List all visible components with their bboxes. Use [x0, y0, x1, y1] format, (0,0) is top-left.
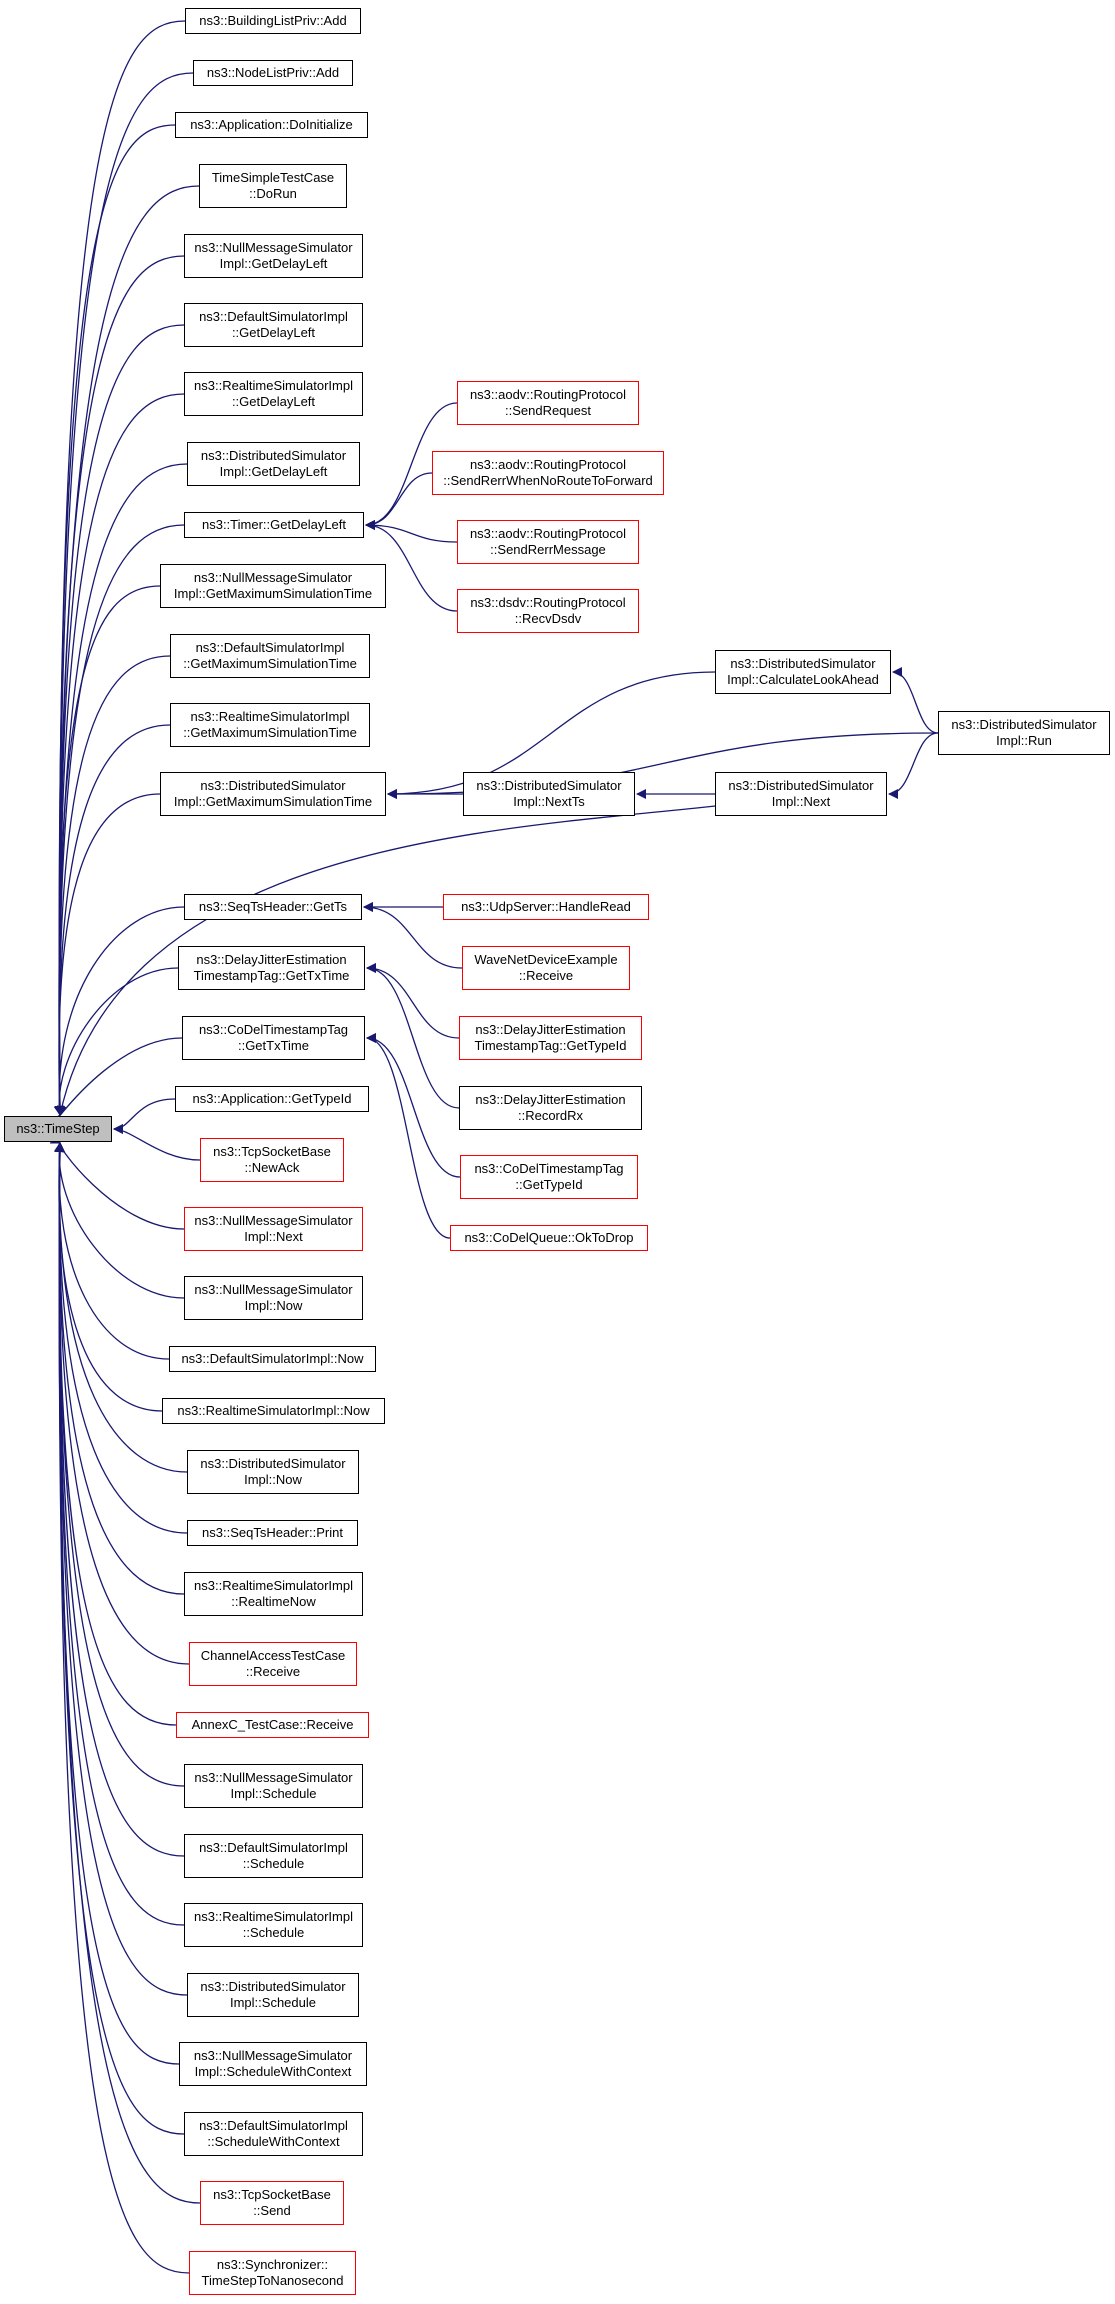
- caller-node-c02[interactable]: ns3::NodeListPriv::Add: [193, 60, 353, 86]
- caller-node-c26[interactable]: ChannelAccessTestCase ::Receive: [189, 1642, 357, 1686]
- edge-c23-to-root: [54, 1142, 188, 1473]
- caller-node-c28[interactable]: ns3::NullMessageSimulator Impl::Schedule: [184, 1764, 363, 1808]
- edge-c12-to-root: [54, 724, 171, 1116]
- caller-node-c11[interactable]: ns3::DefaultSimulatorImpl ::GetMaximumSi…: [170, 634, 370, 678]
- root-node[interactable]: ns3::TimeStep: [4, 1116, 112, 1142]
- caller-node-c07[interactable]: ns3::RealtimeSimulatorImpl ::GetDelayLef…: [184, 372, 363, 416]
- caller-node-c06[interactable]: ns3::DefaultSimulatorImpl ::GetDelayLeft: [184, 303, 363, 347]
- caller-node-c17[interactable]: ns3::Application::GetTypeId: [175, 1086, 369, 1112]
- edge-c35-to-root: [54, 1142, 190, 2274]
- edge-c28-to-root: [54, 1142, 185, 1787]
- caller-node-s1[interactable]: ns3::UdpServer::HandleRead: [443, 894, 649, 920]
- edge-c33-to-root: [54, 1142, 185, 2135]
- edge-s2-to-c14: [363, 902, 463, 969]
- caller-node-j2[interactable]: ns3::DelayJitterEstimation ::RecordRx: [459, 1086, 642, 1130]
- edge-k1-to-c16: [366, 1033, 461, 1178]
- caller-node-c35[interactable]: ns3::Synchronizer:: TimeStepToNanosecond: [189, 2251, 356, 2295]
- edge-d4-to-d2: [892, 667, 939, 734]
- caller-node-c21[interactable]: ns3::DefaultSimulatorImpl::Now: [169, 1346, 376, 1372]
- edge-c09-to-root: [54, 524, 185, 1116]
- edge-c26-to-root: [54, 1142, 190, 1665]
- caller-node-c18[interactable]: ns3::TcpSocketBase ::NewAck: [200, 1138, 344, 1182]
- edge-c18-to-root: [113, 1124, 201, 1161]
- edge-c03-to-root: [54, 124, 176, 1116]
- edge-c10-to-root: [54, 585, 161, 1116]
- edge-c17-to-root: [113, 1098, 176, 1134]
- caller-node-k2[interactable]: ns3::CoDelQueue::OkToDrop: [450, 1225, 648, 1251]
- caller-node-t3[interactable]: ns3::aodv::RoutingProtocol ::SendRerrMes…: [457, 520, 639, 564]
- caller-node-c10[interactable]: ns3::NullMessageSimulator Impl::GetMaxim…: [160, 564, 386, 608]
- caller-node-t1[interactable]: ns3::aodv::RoutingProtocol ::SendRequest: [457, 381, 639, 425]
- caller-node-c30[interactable]: ns3::RealtimeSimulatorImpl ::Schedule: [184, 1903, 363, 1947]
- edge-c25-to-root: [54, 1142, 185, 1595]
- edge-t1-to-c09: [365, 402, 458, 530]
- edge-c19-to-root: [49, 1134, 185, 1230]
- caller-node-c22[interactable]: ns3::RealtimeSimulatorImpl::Now: [162, 1398, 385, 1424]
- caller-node-c19[interactable]: ns3::NullMessageSimulator Impl::Next: [184, 1207, 363, 1251]
- edge-t4-to-c09: [365, 520, 458, 612]
- edge-c20-to-root: [53, 1142, 185, 1299]
- caller-node-c23[interactable]: ns3::DistributedSimulator Impl::Now: [187, 1450, 359, 1494]
- edge-c14-to-root: [54, 906, 185, 1116]
- edge-j2-to-c15: [366, 963, 460, 1109]
- caller-node-c05[interactable]: ns3::NullMessageSimulator Impl::GetDelay…: [184, 234, 363, 278]
- caller-node-c13[interactable]: ns3::DistributedSimulator Impl::GetMaxim…: [160, 772, 386, 816]
- caller-node-t4[interactable]: ns3::dsdv::RoutingProtocol ::RecvDsdv: [457, 589, 639, 633]
- caller-node-c34[interactable]: ns3::TcpSocketBase ::Send: [200, 2181, 344, 2225]
- caller-node-c16[interactable]: ns3::CoDelTimestampTag ::GetTxTime: [182, 1016, 365, 1060]
- edge-k2-to-c16: [366, 1033, 451, 1239]
- caller-node-d3[interactable]: ns3::DistributedSimulator Impl::Next: [715, 772, 887, 816]
- caller-node-c20[interactable]: ns3::NullMessageSimulator Impl::Now: [184, 1276, 363, 1320]
- caller-node-c01[interactable]: ns3::BuildingListPriv::Add: [185, 8, 361, 34]
- edge-c30-to-root: [54, 1142, 185, 1926]
- caller-node-d4[interactable]: ns3::DistributedSimulator Impl::Run: [938, 711, 1110, 755]
- caller-node-c31[interactable]: ns3::DistributedSimulator Impl::Schedule: [187, 1973, 359, 2017]
- edge-c11-to-root: [54, 655, 171, 1116]
- edge-c34-to-root: [54, 1142, 201, 2204]
- edge-c06-to-root: [54, 324, 185, 1116]
- caller-node-c15[interactable]: ns3::DelayJitterEstimation TimestampTag:…: [178, 946, 365, 990]
- edge-c22-to-root: [54, 1142, 163, 1412]
- caller-node-c12[interactable]: ns3::RealtimeSimulatorImpl ::GetMaximumS…: [170, 703, 370, 747]
- caller-node-s2[interactable]: WaveNetDeviceExample ::Receive: [462, 946, 630, 990]
- caller-node-c32[interactable]: ns3::NullMessageSimulator Impl::Schedule…: [179, 2042, 367, 2086]
- caller-node-d1[interactable]: ns3::DistributedSimulator Impl::NextTs: [463, 772, 635, 816]
- edge-d3-to-root: [57, 805, 716, 1116]
- caller-node-k1[interactable]: ns3::CoDelTimestampTag ::GetTypeId: [460, 1155, 638, 1199]
- edge-d4-to-d3: [888, 732, 939, 799]
- edge-t2-to-c09: [365, 472, 433, 530]
- caller-node-c33[interactable]: ns3::DefaultSimulatorImpl ::ScheduleWith…: [184, 2112, 363, 2156]
- caller-node-c29[interactable]: ns3::DefaultSimulatorImpl ::Schedule: [184, 1834, 363, 1878]
- caller-node-c14[interactable]: ns3::SeqTsHeader::GetTs: [184, 894, 362, 920]
- caller-node-d2[interactable]: ns3::DistributedSimulator Impl::Calculat…: [715, 650, 891, 694]
- caller-node-c03[interactable]: ns3::Application::DoInitialize: [175, 112, 368, 138]
- caller-node-c04[interactable]: TimeSimpleTestCase ::DoRun: [199, 164, 347, 208]
- caller-node-c09[interactable]: ns3::Timer::GetDelayLeft: [184, 512, 364, 538]
- edge-t3-to-c09: [365, 520, 458, 543]
- edge-c15-to-root: [53, 967, 179, 1116]
- edge-c13-to-root: [54, 793, 161, 1116]
- edge-c16-to-root: [51, 1037, 183, 1126]
- caller-node-c08[interactable]: ns3::DistributedSimulator Impl::GetDelay…: [187, 442, 360, 486]
- caller-node-t2[interactable]: ns3::aodv::RoutingProtocol ::SendRerrWhe…: [432, 451, 664, 495]
- edge-d2-to-c13: [387, 671, 716, 799]
- edge-c24-to-root: [54, 1142, 188, 1534]
- edge-j1-to-c15: [366, 963, 460, 1039]
- caller-node-j1[interactable]: ns3::DelayJitterEstimation TimestampTag:…: [459, 1016, 642, 1060]
- caller-node-c27[interactable]: AnnexC_TestCase::Receive: [176, 1712, 369, 1738]
- caller-node-c25[interactable]: ns3::RealtimeSimulatorImpl ::RealtimeNow: [184, 1572, 363, 1616]
- caller-node-c24[interactable]: ns3::SeqTsHeader::Print: [187, 1520, 358, 1546]
